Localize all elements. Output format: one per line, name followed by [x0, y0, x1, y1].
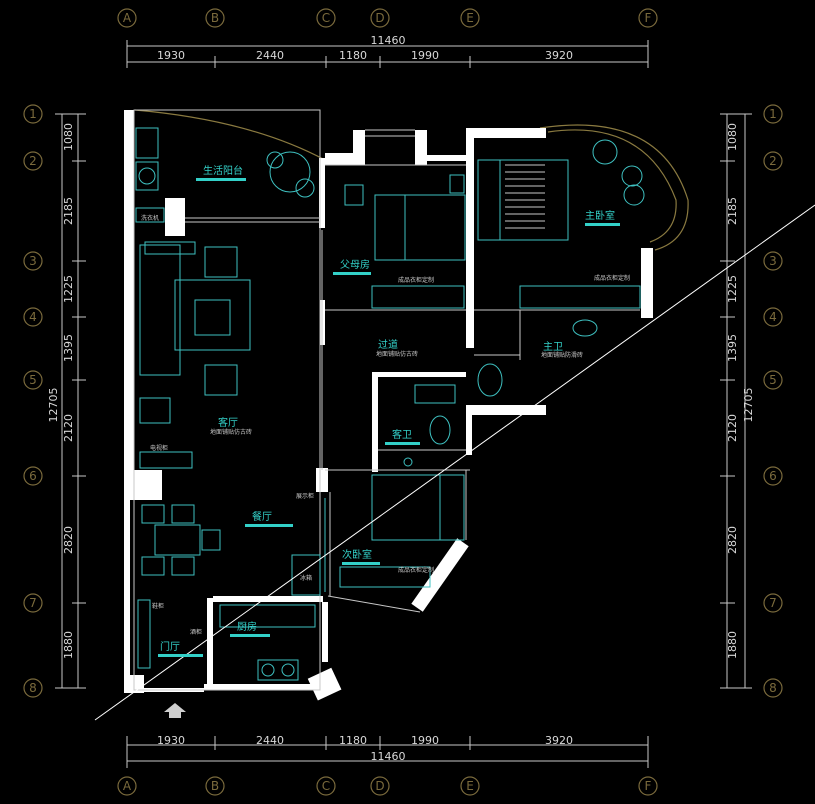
dim-right-3: 1225: [726, 275, 739, 303]
axis-label-6-right: 6: [769, 469, 777, 483]
axis-label-c: C: [322, 11, 330, 25]
dim-bottom-total: 11460: [371, 750, 406, 763]
axis-bubbles-right: 1 2 3 4 5 6 7 8: [763, 104, 783, 698]
axis-label-8-right: 8: [769, 681, 777, 695]
master-bay-railing-inner: [547, 129, 677, 243]
dim-right-4: 1395: [726, 334, 739, 362]
dim-left-3: 1225: [62, 275, 75, 303]
note-wardrobe-parents: 成品衣柜定制: [398, 276, 434, 284]
dimension-right: 1080 2185 1225 1395 2120 2820 1880 12705: [720, 113, 755, 689]
room-label-hall: 过道: [378, 338, 398, 351]
note-bath-floor: 地面铺贴防滑砖: [541, 351, 583, 359]
axis-label-7: 7: [29, 596, 37, 610]
section-line: [94, 204, 815, 721]
axis-label-2-right: 2: [769, 154, 777, 168]
note-fridge: 冰箱: [300, 574, 312, 582]
note-wardrobe-second: 成品衣柜定制: [398, 566, 434, 574]
dim-right-6: 2820: [726, 526, 739, 554]
note-wardrobe-master: 成品衣柜定制: [594, 274, 630, 282]
axis-label-3-right: 3: [769, 254, 777, 268]
room-label-living: 客厅: [218, 416, 238, 429]
dim-bottom-4: 1990: [411, 734, 439, 747]
axis-label-6: 6: [29, 469, 37, 483]
balcony-railing-curve: [134, 109, 326, 161]
interior-lines: [133, 109, 640, 691]
axis-bubbles-left: 1 2 3 4 5 6 7 8: [23, 104, 43, 698]
room-label-kitchen: 厨房: [237, 620, 257, 633]
dimension-bottom: 1930 2440 1180 1990 3920 11460: [126, 734, 649, 768]
room-labels: 生活阳台 父母房 主卧室 过道 主卫 客厅 客卫 餐厅 次卧室 厨房 门厅: [158, 164, 620, 657]
axis-label-d: D: [375, 11, 384, 25]
axis-bubbles-bottom: A B C D E F: [117, 776, 658, 796]
axis-label-4: 4: [29, 310, 37, 324]
dim-left-7: 1880: [62, 631, 75, 659]
dim-top-1: 1930: [157, 49, 185, 62]
dim-top-5: 3920: [545, 49, 573, 62]
axis-label-c-bottom: C: [322, 779, 330, 793]
room-label-parents: 父母房: [340, 258, 370, 271]
axis-label-f: F: [645, 11, 652, 25]
dim-bottom-3: 1180: [339, 734, 367, 747]
note-living-floor: 地面铺贴仿古砖: [210, 428, 252, 436]
axis-label-7-right: 7: [769, 596, 777, 610]
walls: [124, 110, 653, 701]
note-wine: 酒柜: [190, 628, 202, 636]
dim-bottom-2: 2440: [256, 734, 284, 747]
axis-label-5: 5: [29, 373, 37, 387]
axis-label-a: A: [123, 11, 132, 25]
furniture: [135, 127, 645, 681]
axis-label-2: 2: [29, 154, 37, 168]
room-label-guest-bath: 客卫: [392, 428, 412, 441]
axis-label-a-bottom: A: [123, 779, 132, 793]
entry-arrow-icon: [164, 703, 186, 718]
note-shoe-cabinet: 鞋柜: [152, 602, 164, 610]
axis-label-e: E: [466, 11, 474, 25]
note-washer: 洗衣机: [141, 214, 159, 222]
dim-top-total: 11460: [371, 34, 406, 47]
dim-left-total: 12705: [47, 388, 60, 423]
note-tv-cabinet: 电视柜: [150, 444, 168, 452]
dim-bottom-5: 3920: [545, 734, 573, 747]
dim-right-5: 2120: [726, 414, 739, 442]
room-label-foyer: 门厅: [160, 640, 180, 653]
dim-left-4: 1395: [62, 334, 75, 362]
note-display: 展示柜: [296, 492, 314, 500]
axis-label-b-bottom: B: [211, 779, 219, 793]
dim-right-total: 12705: [742, 388, 755, 423]
dim-bottom-1: 1930: [157, 734, 185, 747]
room-label-dining: 餐厅: [252, 510, 272, 523]
notes: 成品衣柜定制 成品衣柜定制 成品衣柜定制 地面铺贴仿古砖 地面铺贴防滑砖 地面铺…: [141, 214, 630, 636]
axis-label-1-right: 1: [769, 107, 777, 121]
dim-right-7: 1880: [726, 631, 739, 659]
dim-top-3: 1180: [339, 49, 367, 62]
dim-left-2: 2185: [62, 197, 75, 225]
room-label-second-bed: 次卧室: [342, 548, 372, 561]
dim-top-4: 1990: [411, 49, 439, 62]
dim-left-5: 2120: [62, 414, 75, 442]
room-label-master: 主卧室: [585, 209, 615, 222]
axis-label-f-bottom: F: [645, 779, 652, 793]
dim-left-6: 2820: [62, 526, 75, 554]
room-label-master-bath: 主卫: [543, 341, 563, 353]
room-label-balcony: 生活阳台: [203, 164, 243, 177]
axis-label-8: 8: [29, 681, 37, 695]
dim-top-2: 2440: [256, 49, 284, 62]
axis-label-e-bottom: E: [466, 779, 474, 793]
note-hall-floor: 地面铺贴仿古砖: [376, 350, 418, 358]
dim-right-2: 2185: [726, 197, 739, 225]
dimension-top: 11460 1930 2440 1180 1990 3920: [126, 34, 649, 68]
axis-label-b: B: [211, 11, 219, 25]
axis-label-4-right: 4: [769, 310, 777, 324]
axis-bubbles-top: A B C D E F: [117, 8, 658, 28]
axis-label-d-bottom: D: [375, 779, 384, 793]
stair-lines: [505, 164, 545, 229]
dim-left-1: 1080: [62, 123, 75, 151]
dim-right-1: 1080: [726, 123, 739, 151]
axis-label-1: 1: [29, 107, 37, 121]
master-bay-railing-curve: [539, 124, 689, 251]
axis-label-5-right: 5: [769, 373, 777, 387]
axis-label-3: 3: [29, 254, 37, 268]
dimension-left: 1080 2185 1225 1395 2120 2820 1880 12705: [47, 113, 86, 689]
